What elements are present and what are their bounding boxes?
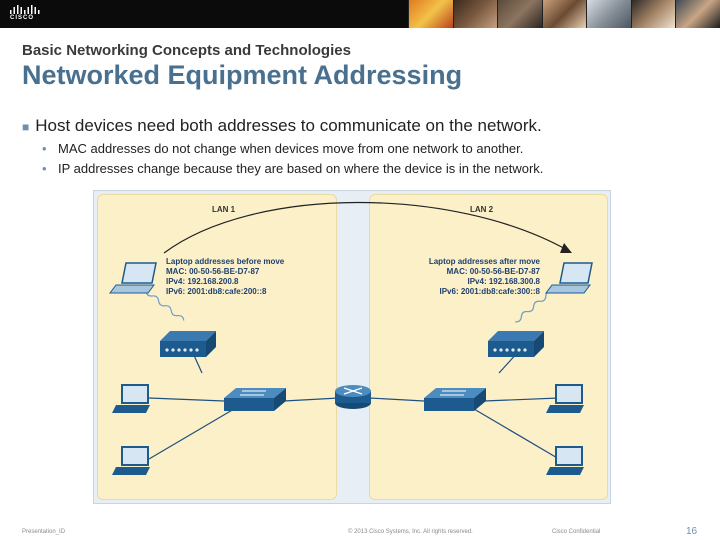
after-heading: Laptop addresses after move	[428, 257, 540, 266]
move-arrow-head	[560, 243, 572, 253]
router-icon	[335, 385, 371, 409]
cisco-logo	[10, 5, 40, 14]
header-banner: CISCO	[0, 0, 720, 28]
pc-icon	[546, 384, 584, 413]
sub-bullet-text: IP addresses change because they are bas…	[58, 161, 544, 176]
header-photo-strip	[408, 0, 720, 28]
after-ipv4: IPv4: 192.168.300.8	[467, 277, 540, 286]
slide-subtitle: Basic Networking Concepts and Technologi…	[22, 42, 351, 59]
move-arrow	[163, 201, 570, 254]
before-mac: MAC: 00-50-56-BE-D7-87	[166, 267, 260, 276]
dot-bullet-icon: •	[42, 161, 47, 176]
laptop-icon	[545, 262, 593, 294]
header-photo	[630, 0, 676, 28]
pc-icon	[546, 446, 584, 475]
pc-icon	[112, 446, 150, 475]
after-ipv6: IPv6: 2001:db8:cafe:300::8	[439, 287, 541, 296]
footer-presentation-id: Presentation_ID	[22, 529, 66, 535]
lan1-label: LAN 1	[212, 205, 236, 214]
access-point-icon	[488, 331, 544, 357]
main-bullet: ■ Host devices need both addresses to com…	[22, 116, 542, 136]
header-photo	[586, 0, 631, 28]
laptop-icon	[109, 262, 157, 294]
header-photo	[497, 0, 542, 28]
lan2-label: LAN 2	[470, 205, 494, 214]
sub-bullet: • MAC addresses do not change when device…	[42, 141, 524, 156]
switch-icon	[224, 388, 286, 411]
sub-bullet: • IP addresses change because they are ba…	[42, 161, 544, 176]
network-diagram: LAN 1 LAN 2 Laptop addresses before move…	[93, 190, 611, 504]
footer-confidential: Cisco Confidential	[552, 529, 601, 535]
cables	[148, 350, 560, 460]
before-ipv6: IPv6: 2001:db8:cafe:200::8	[166, 287, 267, 296]
main-bullet-text: Host devices need both addresses to comm…	[35, 116, 542, 135]
header-photo	[541, 0, 587, 28]
addresses-before-move: Laptop addresses before move MAC: 00-50-…	[166, 257, 284, 297]
access-point-icon	[160, 331, 216, 357]
logo-wordmark: CISCO	[10, 15, 35, 21]
header-photo	[408, 0, 453, 28]
square-bullet-icon: ■	[22, 120, 30, 134]
dot-bullet-icon: •	[42, 141, 47, 156]
diagram-graphics	[109, 201, 593, 475]
switch-icon	[424, 388, 486, 411]
page-number: 16	[686, 526, 698, 537]
after-mac: MAC: 00-50-56-BE-D7-87	[446, 267, 540, 276]
before-ipv4: IPv4: 192.168.200.8	[166, 277, 239, 286]
pc-icon	[112, 384, 150, 413]
footer-copyright: © 2013 Cisco Systems, Inc. All rights re…	[348, 529, 473, 535]
header-photo	[452, 0, 498, 28]
wireless-signal-icon	[145, 290, 553, 323]
slide-title: Networked Equipment Addressing	[22, 60, 463, 90]
addresses-after-move: Laptop addresses after move MAC: 00-50-5…	[429, 257, 540, 297]
header-photo	[675, 0, 720, 28]
before-heading: Laptop addresses before move	[166, 257, 285, 266]
sub-bullet-text: MAC addresses do not change when devices…	[58, 141, 524, 156]
